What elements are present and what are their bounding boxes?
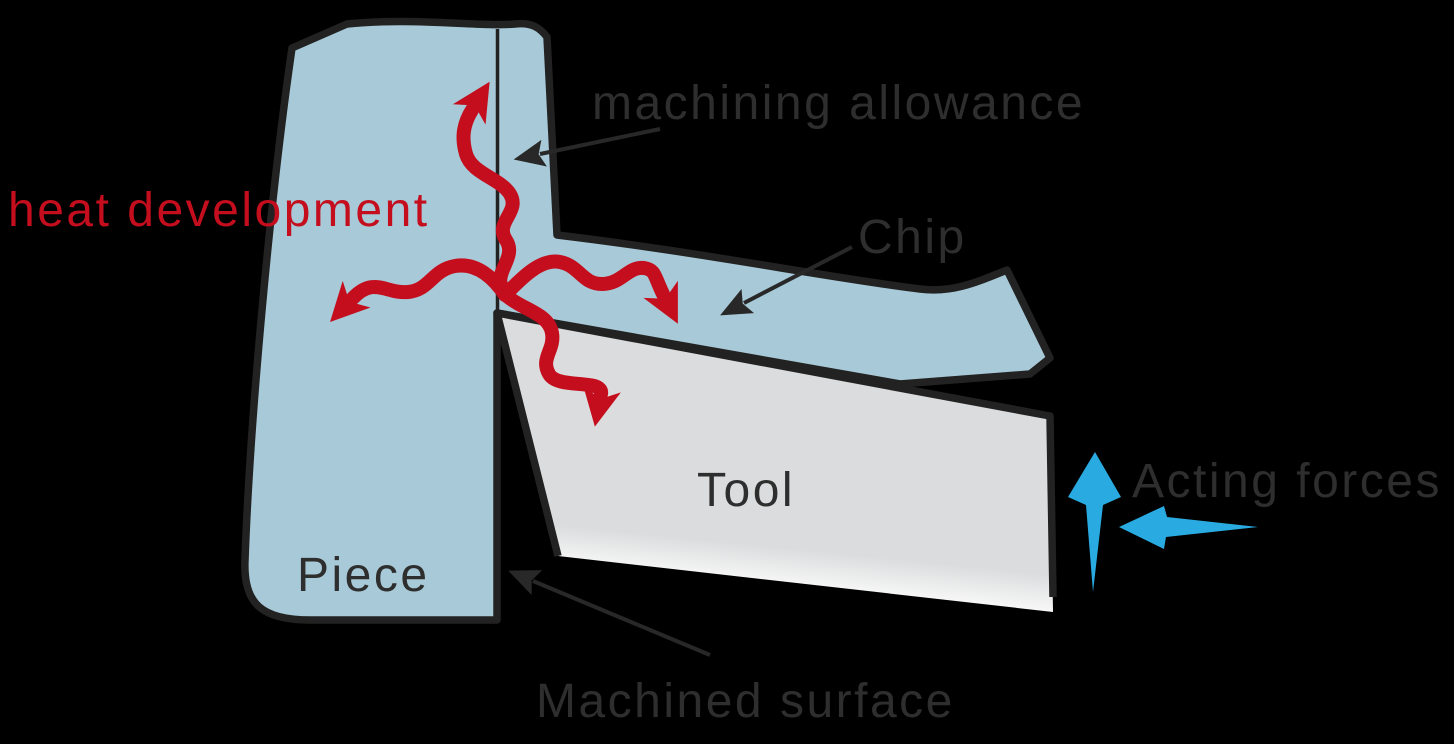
label-tool: Tool bbox=[697, 464, 795, 517]
leader-machining-allowance bbox=[513, 127, 661, 167]
heat-wave-up bbox=[452, 81, 520, 302]
label-piece: Piece bbox=[297, 549, 430, 602]
label-machining-allowance: machining allowance bbox=[592, 77, 1085, 130]
force-arrow-up bbox=[1068, 452, 1121, 592]
label-heat-development: heat development bbox=[8, 184, 430, 237]
heat-wave-right bbox=[500, 254, 678, 324]
heat-wave-left bbox=[330, 258, 512, 323]
label-chip: Chip bbox=[858, 211, 967, 264]
leader-chip bbox=[720, 245, 853, 316]
label-acting-forces: Acting forces bbox=[1132, 455, 1442, 508]
force-arrow-left bbox=[1119, 506, 1258, 549]
label-machined-surface: Machined surface bbox=[536, 675, 955, 728]
heat-wave-down bbox=[501, 290, 621, 427]
tool-outline bbox=[493, 309, 1057, 598]
leader-machined-surface bbox=[508, 570, 711, 657]
tool-shape bbox=[497, 313, 1053, 612]
